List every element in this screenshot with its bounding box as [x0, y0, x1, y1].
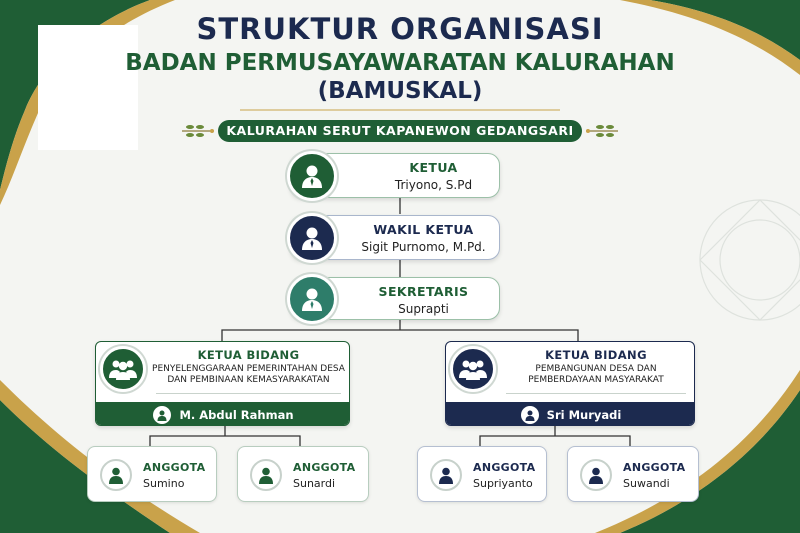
division-1-role: KETUA BIDANG — [197, 348, 300, 362]
division-2-head-name: Sri Muryadi — [546, 407, 622, 422]
person-icon — [153, 405, 172, 424]
member-card: ANGGOTA Supriyanto — [417, 446, 547, 502]
member-name: Sunardi — [293, 477, 336, 490]
division-2-name-bar: Sri Muryadi — [446, 402, 694, 425]
member-card: ANGGOTA Suwandi — [567, 446, 699, 502]
group-icon — [450, 346, 496, 392]
member-card: ANGGOTA Sunardi — [237, 446, 369, 502]
leaf-ornament-right-icon — [586, 125, 618, 137]
member-name: Sumino — [143, 477, 185, 490]
member-card: ANGGOTA Sumino — [87, 446, 217, 502]
division-1-field-line1: PENYELENGGARAAN PEMERINTAHAN DESA — [152, 364, 345, 374]
division-1-field-line2: DAN PEMBINAAN KEMASYARAKATAN — [167, 375, 330, 385]
page-title: STRUKTUR ORGANISASI — [196, 12, 604, 46]
division-2-field-line1: PEMBANGUNAN DESA DAN — [535, 364, 657, 374]
member-role: ANGGOTA — [293, 461, 356, 474]
member-role: ANGGOTA — [623, 461, 686, 474]
member-name: Supriyanto — [473, 477, 533, 490]
vice-chairman-name: Sigit Purnomo, M.Pd. — [361, 240, 486, 254]
member-role: ANGGOTA — [473, 461, 536, 474]
page-subtitle: BADAN PERMUSAYAWARATAN KALURAHAN — [125, 50, 675, 76]
person-tie-icon — [287, 213, 337, 263]
division-1-name-bar: M. Abdul Rahman — [96, 402, 349, 425]
division-2-field-line2: PEMBERDAYAAN MASYARAKAT — [528, 375, 664, 385]
person-tie-icon — [287, 274, 337, 324]
chairman-name: Triyono, S.Pd — [394, 178, 473, 192]
leaf-ornament-left-icon — [182, 125, 214, 137]
secretary-name: Suprapti — [398, 302, 449, 316]
person-icon — [250, 459, 282, 491]
person-tie-icon — [287, 151, 337, 201]
person-icon — [100, 459, 132, 491]
person-icon — [520, 405, 539, 424]
division-1-head-name: M. Abdul Rahman — [179, 407, 294, 422]
division-2-role: KETUA BIDANG — [545, 348, 647, 362]
member-role: ANGGOTA — [143, 461, 206, 474]
page-subtitle-abbreviation: (BAMUSKAL) — [317, 78, 483, 104]
member-name: Suwandi — [623, 477, 670, 490]
divider — [506, 393, 686, 394]
secretary-role: SEKRETARIS — [378, 284, 469, 299]
location-banner: KALURAHAN SERUT KAPANEWON GEDANGSARI — [218, 120, 582, 142]
group-icon — [100, 346, 146, 392]
person-icon — [430, 459, 462, 491]
divider — [156, 393, 341, 394]
person-icon — [580, 459, 612, 491]
vice-chairman-role: WAKIL KETUA — [373, 222, 474, 237]
chairman-role: KETUA — [409, 160, 458, 175]
